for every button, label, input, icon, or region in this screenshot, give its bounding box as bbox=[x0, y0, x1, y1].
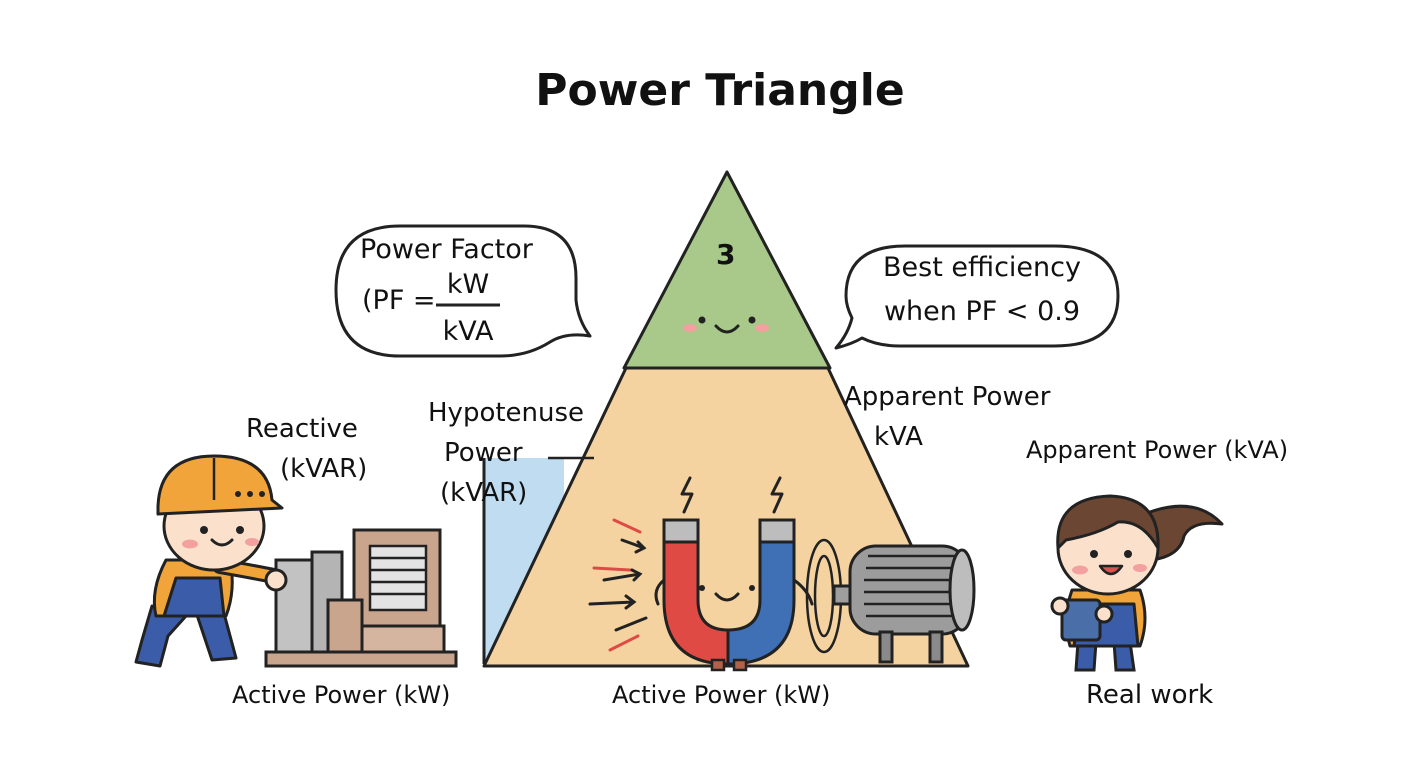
apparent-power-label-2: kVA bbox=[874, 422, 923, 452]
motor-icon bbox=[832, 544, 976, 664]
lightning-icon bbox=[680, 476, 694, 514]
fraction-numerator: kW bbox=[446, 269, 490, 300]
top-triangle bbox=[622, 170, 832, 370]
reactive-label-1: Reactive bbox=[246, 414, 358, 444]
apparent-power-label-1: Apparent Power bbox=[844, 382, 1051, 412]
hypotenuse-label-1: Hypotenuse bbox=[428, 398, 585, 428]
real-work-label: Real work bbox=[1086, 680, 1214, 710]
active-power-left-label: Active Power (kW) bbox=[232, 681, 451, 709]
efficiency-line-1: Best efficiency bbox=[883, 252, 1081, 283]
left-speech-bubble bbox=[334, 224, 592, 358]
page-title: Power Triangle bbox=[535, 65, 905, 116]
power-factor-prefix: (PF = bbox=[362, 285, 436, 316]
efficiency-line-2: when PF < 0.9 bbox=[883, 296, 1081, 327]
triangle-number: 3 bbox=[716, 238, 736, 271]
fraction-denominator: kVA bbox=[442, 316, 494, 347]
hypotenuse-label-2: Power bbox=[444, 438, 523, 468]
active-power-center-label: Active Power (kW) bbox=[612, 681, 831, 709]
hypotenuse-label-3: (kVAR) bbox=[440, 478, 528, 508]
reactive-label-2: (kVAR) bbox=[280, 454, 368, 484]
apparent-power-right-label: Apparent Power (kVA) bbox=[1026, 436, 1289, 464]
force-lines bbox=[588, 518, 648, 652]
girl-icon bbox=[1050, 494, 1224, 672]
lightning-icon bbox=[770, 476, 784, 514]
right-speech-bubble bbox=[834, 244, 1120, 350]
magnet-icon bbox=[654, 518, 814, 672]
worker-icon bbox=[134, 454, 288, 668]
power-factor-label: Power Factor bbox=[360, 234, 533, 265]
generator-icon bbox=[264, 528, 458, 668]
